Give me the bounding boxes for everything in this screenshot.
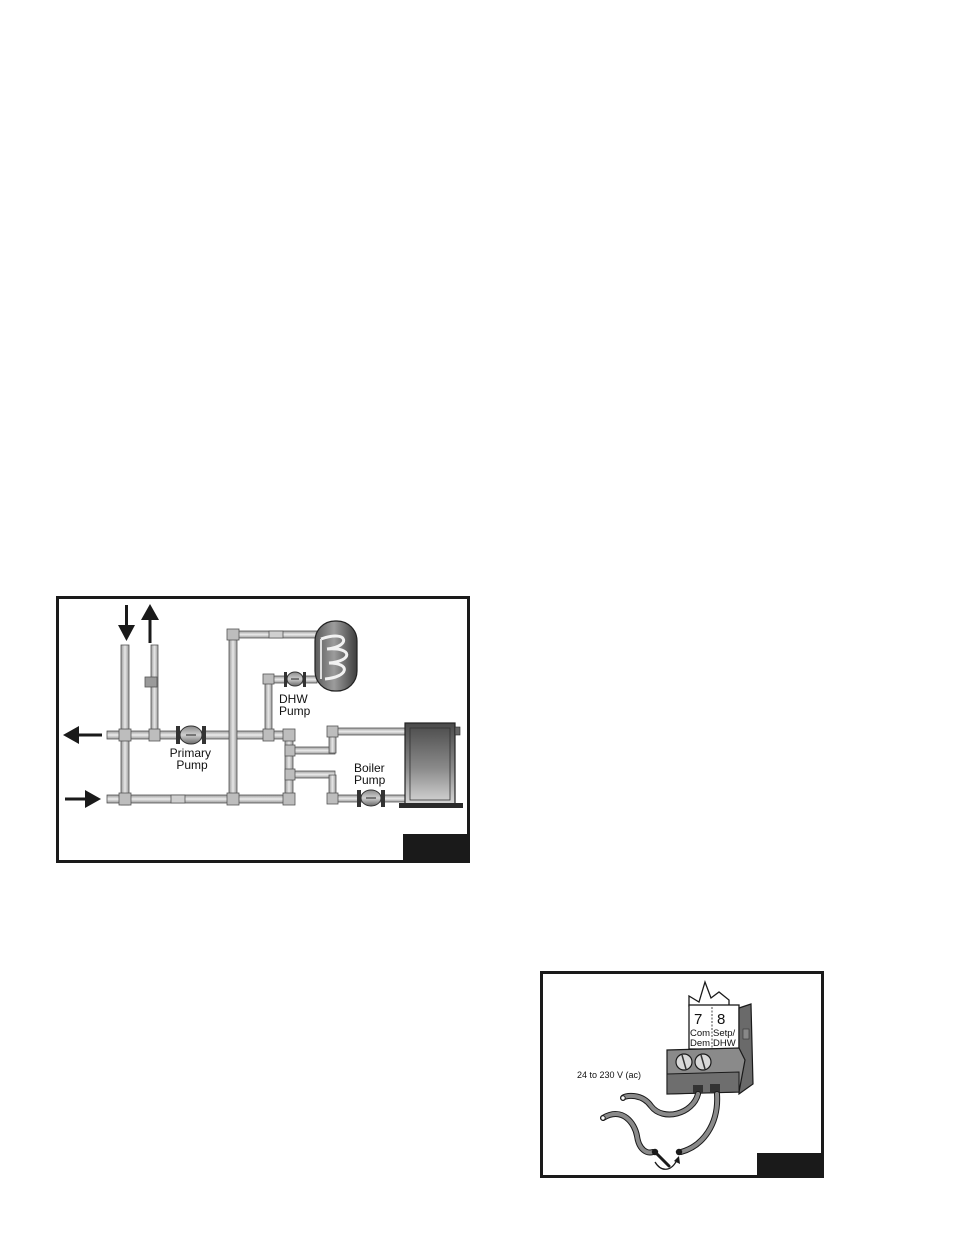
primary-pump-icon (176, 725, 206, 745)
dhw-pump-label: DHW Pump (279, 692, 311, 718)
piping-diagram-figure: DHW Pump Primary Pump Boiler Pump (56, 596, 470, 863)
terminal-wiring-diagram: 7 8 Com Dem Setp/ DHW (577, 979, 754, 1170)
primary-pump-label-line2: Pump (176, 758, 208, 772)
terminal-7-number: 7 (694, 1011, 702, 1028)
terminal-screw-icon (675, 1053, 693, 1071)
terminal-7-label-line1: Com (690, 1028, 710, 1039)
dhw-pump-icon (284, 671, 306, 687)
terminal-8-number: 8 (717, 1011, 725, 1028)
terminal-8-label: Setp/ DHW (713, 1028, 738, 1049)
switch-icon (651, 1148, 683, 1170)
supply-in-down-arrow-icon (118, 605, 135, 641)
primary-pump-label: Primary Pump (170, 746, 215, 772)
dhw-pump-label-line2: Pump (279, 704, 311, 718)
dhw-tank (314, 620, 358, 692)
voltage-label: 24 to 230 V (ac) (577, 1070, 641, 1080)
terminal-8-label-line1: Setp/ (713, 1028, 736, 1039)
boiler-pump-label: Boiler Pump (354, 761, 388, 787)
terminal-block: 7 8 Com Dem Setp/ DHW (666, 979, 754, 1096)
terminal-8-label-line2: DHW (713, 1038, 736, 1049)
figure-number-tab (757, 1153, 821, 1175)
boiler-pump-icon (357, 789, 385, 807)
outlet-left-arrow-icon (63, 726, 102, 744)
boiler-pump-label-line2: Pump (354, 773, 386, 787)
terminal-7-label: Com Dem (690, 1028, 713, 1049)
inlet-right-arrow-icon (65, 790, 101, 808)
boiler-pump-label-line1: Boiler (354, 761, 385, 775)
wires (600, 1091, 721, 1156)
terminal-7-label-line2: Dem (690, 1038, 710, 1049)
flow-arrows (63, 604, 159, 808)
return-up-arrow-icon (141, 604, 159, 643)
terminal-screw-icon (694, 1053, 712, 1071)
piping-diagram: DHW Pump Primary Pump Boiler Pump (63, 604, 463, 808)
terminal-wiring-figure: 7 8 Com Dem Setp/ DHW (540, 971, 824, 1178)
boiler (399, 722, 463, 808)
dhw-pump-label-line1: DHW (279, 692, 308, 706)
figure-number-tab (403, 834, 467, 860)
primary-pump-label-line1: Primary (170, 746, 211, 760)
